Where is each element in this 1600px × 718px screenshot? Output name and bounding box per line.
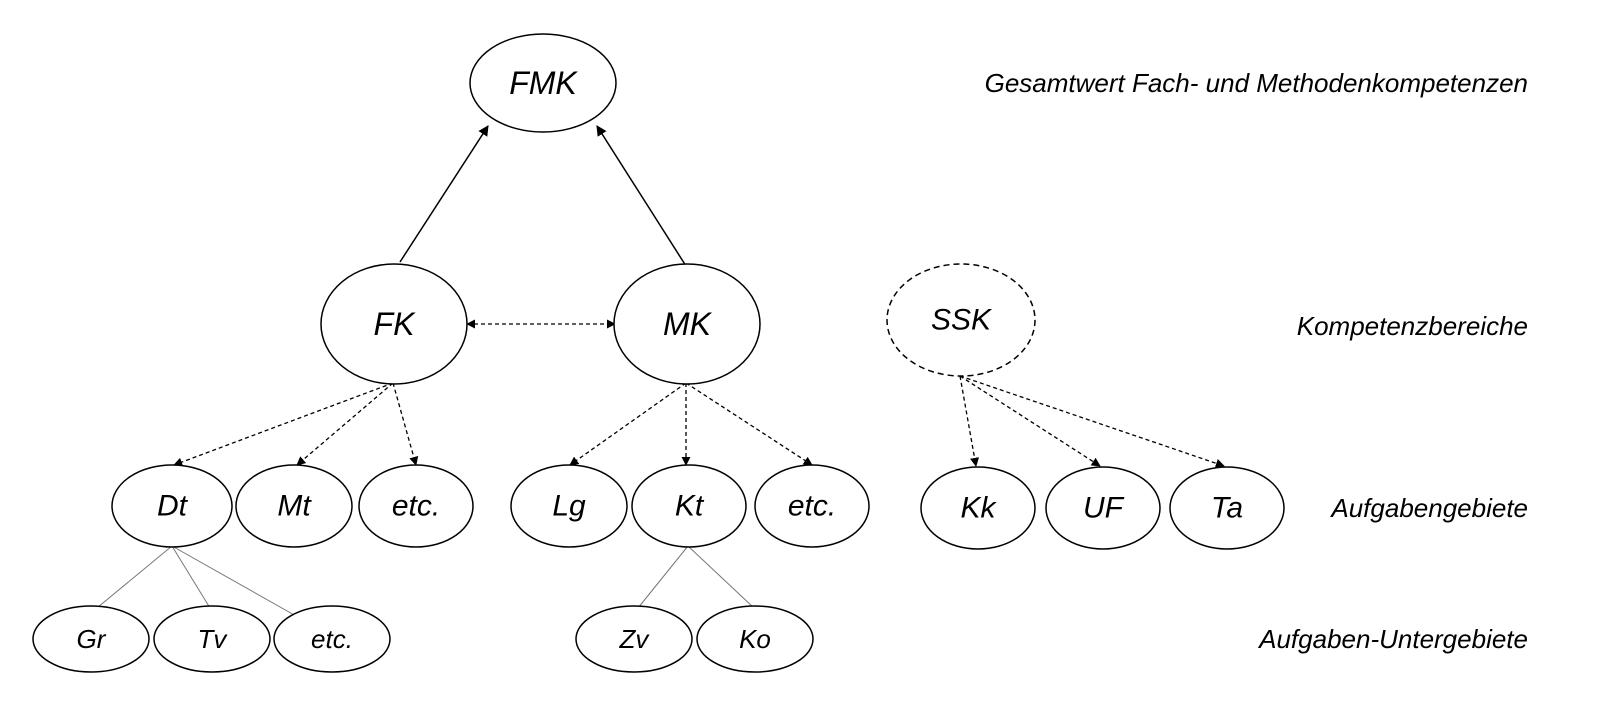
edge-ssk-ta [959,375,1225,468]
node-uf: UF [1045,466,1161,550]
node-etc-fk: etc. [358,464,474,548]
node-kk-label: Kk [960,492,997,525]
node-ta-label: Ta [1211,492,1243,525]
node-etc-dt-label: etc. [311,624,353,654]
node-kk: Kk [920,466,1036,550]
node-fmk-label: FMK [509,65,578,101]
edges [91,125,1225,617]
edge-fk-mt [296,382,394,466]
edge-mk-fmk [596,125,687,267]
node-tv: Tv [153,605,271,673]
node-ta: Ta [1169,466,1285,550]
node-gr: Gr [32,605,150,673]
edge-fk-etc [392,382,419,466]
node-dt-label: Dt [157,490,189,523]
node-zv: Zv [575,605,693,673]
node-etc-dt: etc. [273,605,391,673]
node-ssk-label: SSK [931,304,993,337]
node-lg: Lg [510,464,628,548]
node-mt-label: Mt [277,490,312,523]
edge-mk-etc [685,382,813,466]
node-ko-label: Ko [739,624,771,654]
edge-kt-zv [637,545,689,609]
node-kt-label: Kt [675,490,705,523]
edge-ssk-uf [959,375,1101,467]
node-fmk: FMK [469,33,617,133]
node-tv-label: Tv [198,624,229,654]
node-lg-label: Lg [552,490,586,523]
level-label-competence-areas: Kompetenzbereiche [1297,311,1528,341]
edge-fk-fmk [399,125,489,263]
edge-dt-tv [171,545,211,609]
edge-mk-lg [569,382,687,466]
edge-dt-etc [171,545,297,617]
node-ssk: SSK [886,263,1036,377]
edge-kt-ko [687,545,755,609]
node-etc-fk-label: etc. [392,490,440,523]
edge-ssk-kk [959,375,980,467]
node-mt: Mt [235,464,353,548]
node-kt: Kt [631,464,747,548]
node-zv-label: Zv [619,624,651,654]
node-uf-label: UF [1083,492,1125,525]
node-fk-label: FK [374,306,417,342]
node-dt: Dt [111,464,233,548]
node-ko: Ko [696,605,814,673]
edge-dt-gr [91,545,173,613]
level-label-task-subareas: Aufgaben-Untergebiete [1257,624,1528,654]
level-label-top: Gesamtwert Fach- und Methodenkompetenzen [985,68,1528,98]
node-mk-label: MK [663,306,713,342]
node-etc-mk: etc. [754,464,870,548]
node-etc-mk-label: etc. [788,490,836,523]
level-label-task-areas: Aufgabengebiete [1329,493,1528,523]
node-fk: FK [320,263,468,385]
node-gr-label: Gr [77,624,107,654]
node-mk: MK [613,263,761,385]
edge-fk-dt [173,382,394,467]
